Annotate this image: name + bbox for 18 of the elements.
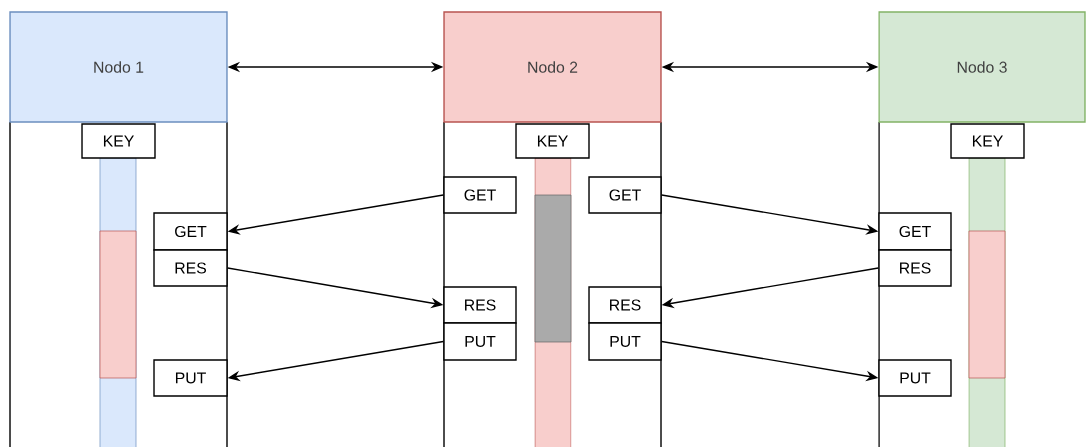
message-box: RES (878, 249, 952, 287)
key-box: KEY (81, 123, 156, 159)
key-box: KEY (950, 123, 1025, 159)
message-box: GET (588, 176, 662, 214)
message-box: PUT (878, 359, 952, 397)
message-box: GET (443, 176, 517, 214)
message-box: PUT (443, 322, 517, 361)
header-box: Nodo 3 (878, 11, 1086, 123)
header-box: Nodo 2 (443, 11, 662, 123)
header-box: Nodo 1 (9, 11, 228, 123)
message-box: PUT (588, 322, 662, 361)
message-box: RES (588, 286, 662, 324)
message-box: GET (878, 212, 952, 251)
message-box: RES (153, 249, 228, 287)
message-box: RES (443, 286, 517, 324)
message-box: PUT (153, 359, 228, 397)
key-box: KEY (515, 123, 590, 159)
message-box: GET (153, 212, 228, 251)
